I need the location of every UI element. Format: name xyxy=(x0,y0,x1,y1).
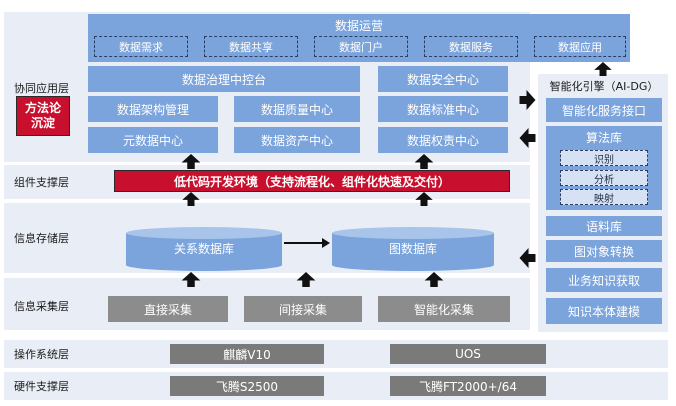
data-ops-panel: 数据运营 xyxy=(88,14,630,62)
governance-console: 数据治理中控台 xyxy=(88,66,360,92)
algo-item-analyze: 分析 xyxy=(560,170,648,186)
smart-collection: 智能化采集 xyxy=(378,296,510,322)
hw-ft-s2500: 飞腾S2500 xyxy=(170,376,324,396)
data-ops-item-share: 数据共享 xyxy=(204,36,298,57)
business-knowledge-acquire: 业务知识获取 xyxy=(546,268,662,292)
layer-label-os: 操作系统层 xyxy=(14,348,69,361)
ai-service-interface: 智能化服务接口 xyxy=(546,98,662,122)
methodology-box: 方法论 沉淀 xyxy=(16,96,70,136)
algo-item-recognize: 识别 xyxy=(560,150,648,166)
storage-layer-bg xyxy=(4,203,530,273)
data-architecture-mgmt: 数据架构管理 xyxy=(88,96,218,122)
hardware-layer-bg xyxy=(4,372,668,400)
data-ops-item-service: 数据服务 xyxy=(424,36,518,57)
data-standard-center: 数据标准中心 xyxy=(378,96,508,122)
indirect-collection: 间接采集 xyxy=(244,296,362,322)
data-asset-center: 数据资产中心 xyxy=(234,127,360,153)
layer-label-hardware: 硬件支撑层 xyxy=(14,380,69,393)
hw-ft2000: 飞腾FT2000+/64 xyxy=(390,376,546,396)
data-quality-center: 数据质量中心 xyxy=(234,96,360,122)
data-ops-item-demand: 数据需求 xyxy=(94,36,188,57)
layer-label-collab: 协同应用层 xyxy=(14,82,69,95)
algorithm-library-title: 算法库 xyxy=(585,131,622,145)
metadata-center: 元数据中心 xyxy=(88,127,218,153)
ai-engine-title: 智能化引擎（AI-DG） xyxy=(549,80,659,93)
data-ops-item-app: 数据应用 xyxy=(534,36,626,57)
data-ops-item-portal: 数据门户 xyxy=(314,36,408,57)
os-kylin: 麒麟V10 xyxy=(170,344,324,364)
data-ops-title: 数据运营 xyxy=(334,19,383,33)
relational-db-label: 关系数据库 xyxy=(173,242,234,256)
data-security-center: 数据安全中心 xyxy=(378,66,508,92)
data-rights-center: 数据权责中心 xyxy=(378,127,508,153)
os-layer-bg xyxy=(4,340,668,368)
layer-label-storage: 信息存储层 xyxy=(14,232,69,245)
graph-object-convert: 图对象转换 xyxy=(546,240,662,262)
layer-label-collection: 信息采集层 xyxy=(14,300,69,313)
layer-label-component: 组件支撑层 xyxy=(14,176,69,189)
algo-item-map: 映射 xyxy=(560,189,648,205)
graph-db-label: 图数据库 xyxy=(388,242,437,256)
corpus-library: 语料库 xyxy=(546,216,662,236)
os-uos: UOS xyxy=(390,344,546,364)
direct-collection: 直接采集 xyxy=(108,296,228,322)
lowcode-environment: 低代码开发环境（支持流程化、组件化快速及交付） xyxy=(114,170,510,192)
ontology-modeling: 知识本体建模 xyxy=(546,298,662,324)
